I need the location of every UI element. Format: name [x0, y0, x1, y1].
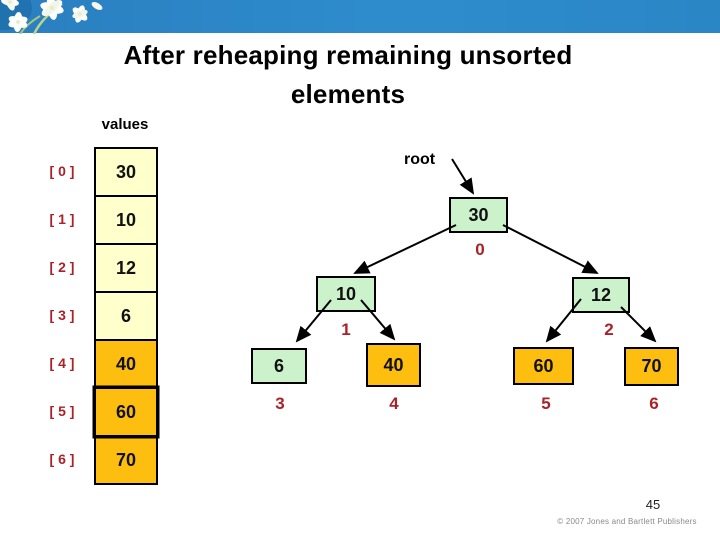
array-index: [ 5 ] — [49, 403, 75, 419]
array-cell-5: 60 — [94, 387, 158, 437]
root-pointer-label: root — [404, 151, 436, 168]
tree-node-30: 30 — [449, 197, 508, 233]
flower-decoration-icon — [0, 0, 103, 34]
tree-node-12: 12 — [572, 277, 630, 313]
tree-node-index: 5 — [541, 394, 551, 413]
tree-node-6: 6 — [251, 348, 307, 384]
array-index: [ 4 ] — [49, 355, 75, 371]
slide-title-line1: After reheaping remaining unsorted — [123, 40, 573, 70]
array-cell-2: 12 — [94, 243, 158, 293]
array-cell-3: 6 — [94, 291, 158, 341]
root-arrow — [451, 158, 475, 195]
array-cell-6: 70 — [94, 435, 158, 485]
array-cell-1: 10 — [94, 195, 158, 245]
page-number: 45 — [645, 497, 661, 512]
array-index: [ 1 ] — [49, 211, 75, 227]
tree-node-index: 2 — [604, 320, 614, 339]
tree-node-index: 3 — [275, 394, 285, 413]
array-index: [ 0 ] — [49, 163, 75, 179]
array-label: values — [101, 116, 149, 133]
copyright-text: © 2007 Jones and Bartlett Publishers — [557, 517, 697, 526]
array-cell-0: 30 — [94, 147, 158, 197]
array-index: [ 6 ] — [49, 451, 75, 467]
values-array: 30 10 12 6 40 60 70 — [94, 147, 158, 485]
tree-node-index: 4 — [389, 394, 399, 413]
tree-node-index: 1 — [341, 320, 351, 339]
edge-30-10 — [353, 224, 457, 274]
array-index-column: [ 0 ] [ 1 ] [ 2 ] [ 3 ] [ 4 ] [ 5 ] [ 6 … — [34, 147, 90, 483]
edge-30-12 — [502, 224, 599, 274]
array-index: [ 2 ] — [49, 259, 75, 275]
slide-title-line2: elements — [290, 79, 406, 109]
tree-node-70: 70 — [624, 347, 679, 386]
tree-node-index: 6 — [649, 394, 659, 413]
tree-node-40: 40 — [366, 343, 421, 387]
tree-node-10: 10 — [316, 276, 376, 312]
array-cell-4: 40 — [94, 339, 158, 389]
slide-title: After reheaping remaining unsorted eleme… — [30, 36, 666, 114]
banner — [0, 0, 720, 34]
tree-node-index: 0 — [475, 240, 485, 259]
tree-node-60: 60 — [513, 347, 574, 385]
array-index: [ 3 ] — [49, 307, 75, 323]
